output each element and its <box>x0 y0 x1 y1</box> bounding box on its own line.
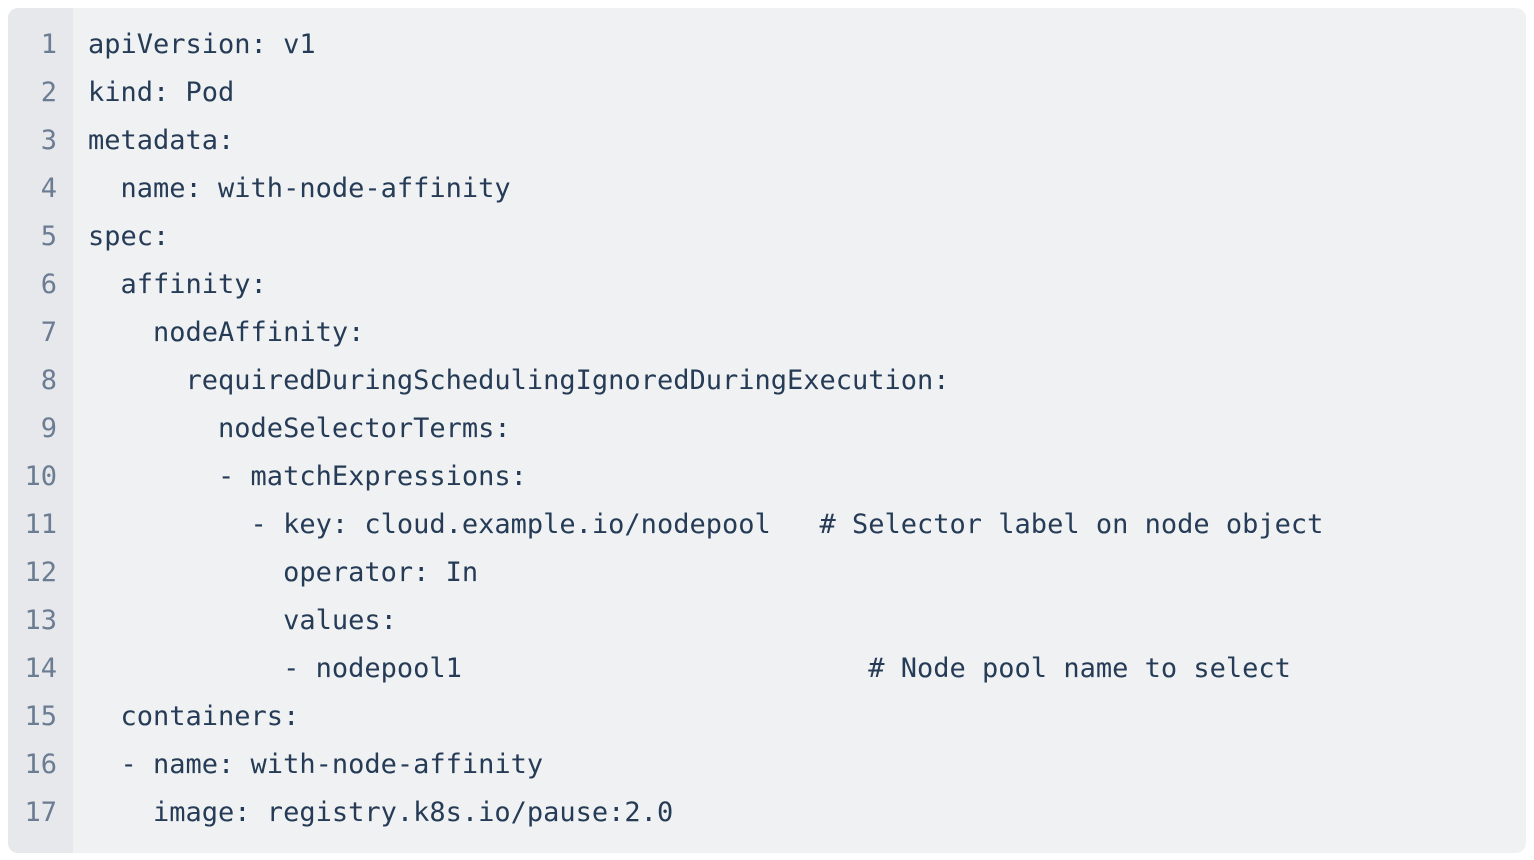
code-line-row: 3 metadata: <box>8 117 1526 165</box>
code-line-text: kind: Pod <box>88 77 235 108</box>
code-line-row: 12 operator: In <box>8 549 1526 597</box>
code-line-text: apiVersion: v1 <box>88 29 316 60</box>
yaml-code-block: 1 apiVersion: v1 2 kind: Pod 3 metadata:… <box>8 8 1526 853</box>
code-line-row: 17 image: registry.k8s.io/pause:2.0 <box>8 789 1526 837</box>
line-number: 17 <box>24 797 57 828</box>
code-line-text: containers: <box>88 701 300 732</box>
code-line-row: 4 name: with-node-affinity <box>8 165 1526 213</box>
line-number: 11 <box>24 509 57 540</box>
code-line-text: affinity: <box>88 269 267 300</box>
line-number: 15 <box>24 701 57 732</box>
line-number: 3 <box>40 125 57 156</box>
code-line-text: - key: cloud.example.io/nodepool # Selec… <box>88 509 1324 540</box>
code-line-row: 5 spec: <box>8 213 1526 261</box>
line-number: 12 <box>24 557 57 588</box>
code-line-row: 13 values: <box>8 597 1526 645</box>
line-number: 9 <box>40 413 57 444</box>
code-line-row: 16 - name: with-node-affinity <box>8 741 1526 789</box>
code-lines: 1 apiVersion: v1 2 kind: Pod 3 metadata:… <box>8 8 1526 853</box>
code-line-row: 7 nodeAffinity: <box>8 309 1526 357</box>
code-line-row: 6 affinity: <box>8 261 1526 309</box>
code-line-row: 2 kind: Pod <box>8 69 1526 117</box>
line-number: 8 <box>40 365 57 396</box>
code-line-text: nodeAffinity: <box>88 317 365 348</box>
line-number: 5 <box>40 221 57 252</box>
code-line-row: 14 - nodepool1 # Node pool name to selec… <box>8 645 1526 693</box>
line-number: 2 <box>40 77 57 108</box>
code-line-row: 9 nodeSelectorTerms: <box>8 405 1526 453</box>
line-number: 6 <box>40 269 57 300</box>
code-line-text: operator: In <box>88 557 479 588</box>
line-number: 14 <box>24 653 57 684</box>
line-number: 16 <box>24 749 57 780</box>
code-line-text: image: registry.k8s.io/pause:2.0 <box>88 797 674 828</box>
code-line-row: 1 apiVersion: v1 <box>8 21 1526 69</box>
code-line-row: 10 - matchExpressions: <box>8 453 1526 501</box>
code-line-text: values: <box>88 605 397 636</box>
line-number: 7 <box>40 317 57 348</box>
code-line-text: - nodepool1 # Node pool name to select <box>88 653 1291 684</box>
code-line-text: metadata: <box>88 125 235 156</box>
line-number: 1 <box>40 29 57 60</box>
line-number: 4 <box>40 173 57 204</box>
code-line-text: requiredDuringSchedulingIgnoredDuringExe… <box>88 365 950 396</box>
code-line-text: - name: with-node-affinity <box>88 749 544 780</box>
code-line-text: name: with-node-affinity <box>88 173 511 204</box>
line-number: 10 <box>24 461 57 492</box>
line-number-gutter <box>8 8 73 853</box>
code-line-text: - matchExpressions: <box>88 461 527 492</box>
code-line-text: nodeSelectorTerms: <box>88 413 511 444</box>
code-line-row: 15 containers: <box>8 693 1526 741</box>
code-line-text: spec: <box>88 221 170 252</box>
code-line-row: 8 requiredDuringSchedulingIgnoredDuringE… <box>8 357 1526 405</box>
code-line-row: 11 - key: cloud.example.io/nodepool # Se… <box>8 501 1526 549</box>
line-number: 13 <box>24 605 57 636</box>
